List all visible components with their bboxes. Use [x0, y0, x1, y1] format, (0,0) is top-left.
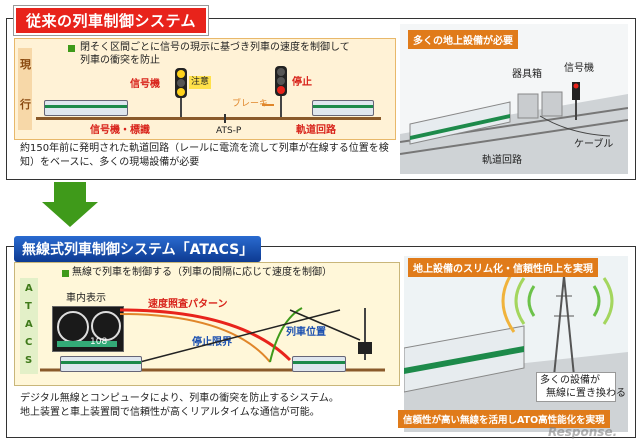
- wireless-tower-illustration: [403, 269, 628, 432]
- current-side-char-1: 現: [20, 58, 31, 71]
- equipment-illustration: [399, 82, 629, 174]
- callout-line-2: 無線に置き換わる: [546, 388, 626, 399]
- train-right: [312, 100, 374, 116]
- signal-marker-label: 信号機・標識: [90, 125, 150, 136]
- stop-label: 停止: [292, 77, 312, 88]
- train-left: [44, 100, 128, 116]
- train-position-label: 列車位置: [286, 327, 326, 338]
- track-circuit-label: 軌道回路: [296, 125, 336, 136]
- brake-arrow: [262, 104, 274, 106]
- conventional-headline-1: 閉そく区間ごとに信号の現示に基づき列車の速度を制御して: [80, 42, 350, 53]
- track-section-marker: [224, 114, 226, 123]
- onboard-display-icon: [52, 306, 124, 352]
- many-ground-equipment-badge: 多くの地上設備が必要: [408, 30, 518, 49]
- display-number: 108: [90, 337, 108, 347]
- signal-2-icon: [275, 66, 287, 96]
- right-signal-label: 信号機: [564, 63, 594, 74]
- brake-label: ブレーキ: [232, 99, 269, 109]
- conventional-illustration: [399, 24, 629, 174]
- atacs-train-left: [60, 356, 142, 372]
- speed-pattern-label: 速度照査パターン: [148, 299, 228, 310]
- atacs-illustration: [403, 256, 628, 432]
- atacs-char-a2: A: [25, 319, 33, 330]
- atacs-train-right: [292, 356, 346, 372]
- conventional-description-1: 約150年前に発明された軌道回路（レールに電流を流して列車が在線する位置を検: [20, 143, 389, 154]
- signal-label: 信号機: [130, 79, 160, 90]
- atacs-system-title: 無線式列車制御システム「ATACS」: [14, 236, 262, 262]
- atacs-headline: 無線で列車を制御する（列車の間隔に応じて速度を制御）: [72, 267, 332, 278]
- conventional-description-2: 知）をベースに、多くの現場設備が必要: [20, 157, 200, 168]
- response-watermark: Response.: [548, 425, 618, 439]
- current-side-char-2: 行: [20, 98, 31, 111]
- signal-2-pole: [280, 96, 282, 120]
- atacs-description-2: 地上装置と車上装置間で信頼性が高くリアルタイムな通信が可能。: [20, 407, 320, 418]
- ats-label: ATS-P: [216, 126, 242, 136]
- atacs-char-s: S: [25, 355, 33, 366]
- down-arrow-icon: [42, 182, 98, 227]
- ato-badge: 信頼性が高い無線を活用しATO高性能化を実現: [398, 410, 610, 428]
- track: [36, 117, 381, 120]
- right-track-circuit-label: 軌道回路: [482, 155, 522, 166]
- bullet-icon: [68, 45, 75, 52]
- onboard-display-label: 車内表示: [66, 293, 106, 304]
- atacs-side-label: [20, 278, 38, 374]
- signal-1-pole: [180, 98, 182, 120]
- atacs-char-a1: A: [25, 283, 33, 294]
- conventional-headline-2: 列車の衝突を防止: [80, 55, 160, 66]
- atacs-bullet-icon: [62, 270, 69, 277]
- slim-ground-equipment-badge: 地上設備のスリム化・信頼性向上を実現: [408, 258, 598, 277]
- atacs-description-1: デジタル無線とコンピュータにより、列車の衝突を防止するシステム。: [20, 393, 339, 404]
- current-side-label: [18, 48, 32, 130]
- conventional-system-title: 従来の列車制御システム: [14, 6, 209, 35]
- cable-label: ケーブル: [574, 139, 614, 150]
- signal-1-icon: [175, 68, 187, 98]
- callout-box: [536, 372, 616, 402]
- conventional-diagram-box: [14, 38, 396, 140]
- equipment-box-label: 器具箱: [512, 69, 542, 80]
- atacs-char-c: C: [25, 337, 33, 348]
- atacs-char-t: T: [25, 301, 32, 312]
- stop-limit-label: 停止限界: [192, 337, 232, 348]
- caution-label: 注意: [189, 76, 212, 89]
- callout-line-1: 多くの設備が: [540, 375, 600, 386]
